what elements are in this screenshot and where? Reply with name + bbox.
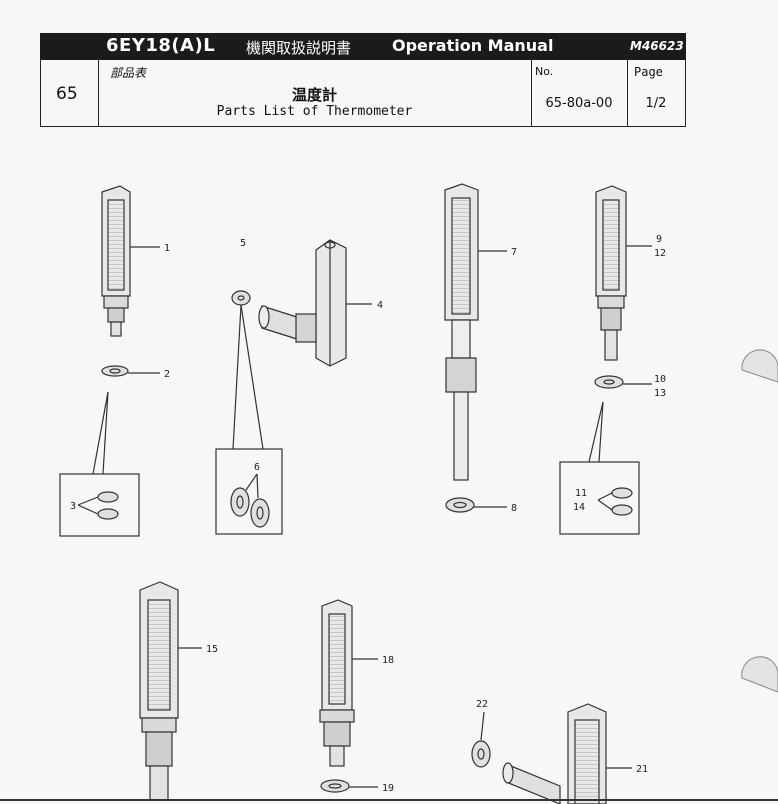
callout-18: 18 [382, 655, 394, 666]
number-cell: No. 65-80a-00 [531, 60, 628, 126]
page-bottom-rule [0, 799, 778, 801]
thermometer-21-drawing [471, 703, 632, 804]
callout-21: 21 [636, 764, 648, 775]
engine-model: 6EY18(A)L [106, 35, 216, 56]
page-label: Page [634, 65, 663, 79]
title-cell: 部品表 温度計 Parts List of Thermometer [98, 60, 532, 126]
section-cell: 65 [41, 60, 99, 126]
callout-1: 1 [164, 243, 170, 254]
thermometer-7-drawing [444, 183, 507, 513]
callout-6: 6 [254, 462, 260, 473]
callout-5: 5 [240, 238, 246, 249]
callout-12: 12 [654, 248, 666, 259]
callout-3: 3 [70, 501, 76, 512]
manual-title-jp: 機関取扱説明書 [246, 39, 352, 57]
section-number: 65 [56, 84, 78, 104]
document-code: M46623 [630, 39, 684, 53]
header-bar: 6EY18(A)L 機関取扱説明書 Operation Manual M4662… [40, 33, 686, 60]
callout-15: 15 [206, 644, 218, 655]
thermometer-4-drawing [215, 239, 372, 535]
callout-10: 10 [654, 374, 666, 385]
binder-hole-upper [741, 349, 778, 383]
number-label: No. [535, 65, 554, 78]
callout-13: 13 [654, 388, 666, 399]
part-title-en: Parts List of Thermometer [216, 104, 413, 119]
page-value: 1/2 [645, 96, 667, 111]
thermometer-18-drawing [319, 599, 378, 793]
callout-9: 9 [656, 234, 662, 245]
callout-2: 2 [164, 369, 170, 380]
thermometer-1-drawing [59, 185, 160, 537]
callout-8: 8 [511, 503, 517, 514]
binder-hole-lower [741, 656, 778, 693]
callout-14: 14 [573, 502, 585, 513]
callout-22: 22 [476, 699, 488, 710]
callout-4: 4 [377, 300, 383, 311]
part-title-jp: 温度計 [291, 86, 337, 104]
callout-19: 19 [382, 783, 394, 794]
parts-list-label-jp: 部品表 [110, 66, 147, 80]
thermometer-15-drawing [139, 581, 202, 801]
callout-7: 7 [511, 247, 517, 258]
number-value: 65-80a-00 [545, 96, 613, 111]
thermometer-9-drawing [559, 185, 652, 535]
title-block: 65 部品表 温度計 Parts List of Thermometer No.… [40, 60, 686, 127]
manual-title-en: Operation Manual [392, 36, 554, 55]
callout-11: 11 [575, 488, 587, 499]
